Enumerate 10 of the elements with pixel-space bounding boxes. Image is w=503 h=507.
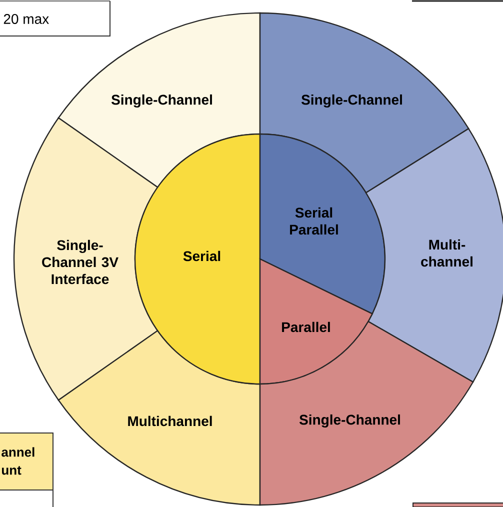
table-cell: annel unt	[0, 432, 54, 490]
wheel-sector: Serial Parallel	[259, 133, 386, 314]
wheel-sector: Single-Channel	[58, 12, 261, 188]
wheel-sector: Multi-channel	[365, 128, 503, 383]
wheel-sector: Parallel	[259, 258, 373, 385]
wheel-sector: Serial	[134, 133, 261, 385]
wheel-sector: Single-Channel	[259, 12, 470, 194]
wheel-sector: Multichannel	[58, 330, 261, 506]
wheel-sector: Single-Channel 3V Interface	[13, 117, 158, 401]
table-cell: 20 max	[0, 0, 110, 36]
